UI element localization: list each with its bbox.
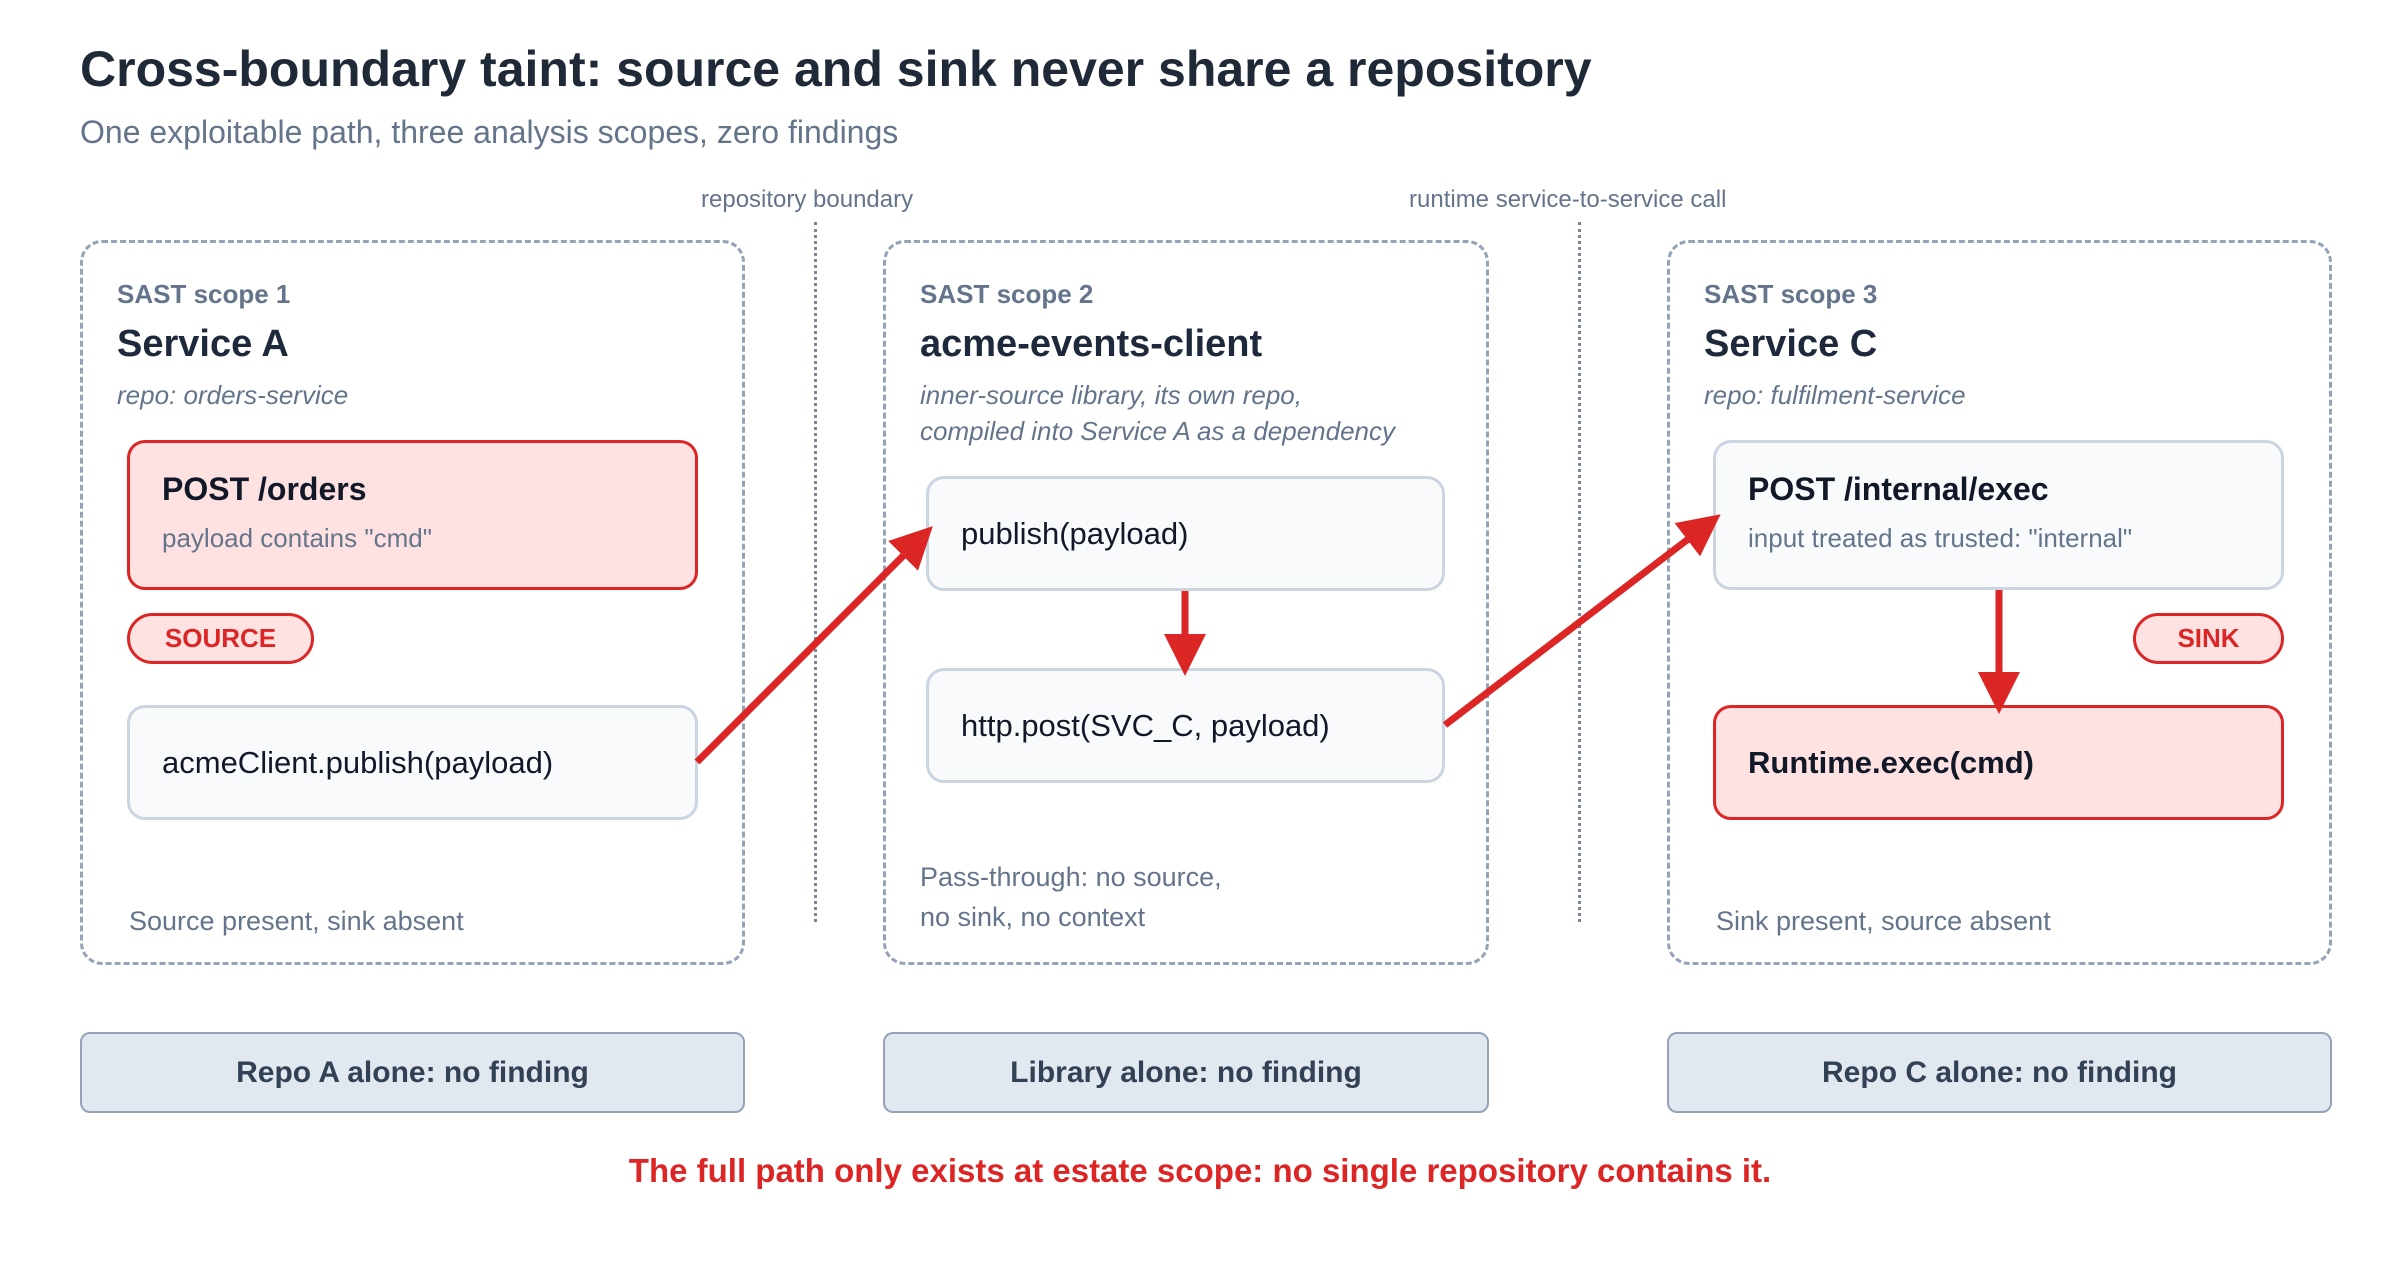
scope-service-a: SAST scope 1 Service A repo: orders-serv… (80, 240, 745, 965)
page-title: Cross-boundary taint: source and sink ne… (80, 41, 1592, 97)
node-label: acmeClient.publish(payload) (162, 744, 554, 780)
footer-conclusion: The full path only exists at estate scop… (628, 1152, 1772, 1189)
node-title: POST /orders (162, 471, 367, 507)
source-badge: SOURCE (127, 613, 314, 664)
scope-label: SAST scope 1 (117, 279, 291, 309)
arrow-library-to-c (1442, 514, 1721, 728)
sink-badge: SINK (2133, 613, 2284, 664)
arrow-a-to-library (694, 526, 933, 765)
scope-acme-events-client: SAST scope 2 acme-events-client inner-so… (883, 240, 1489, 965)
scope-repo-line-1: inner-source library, its own repo, (920, 380, 1302, 410)
node-subtitle: payload contains "cmd" (162, 523, 432, 553)
repository-boundary-line (814, 222, 817, 922)
node-label: http.post(SVC_C, payload) (961, 707, 1330, 743)
node-title: POST /internal/exec (1748, 471, 2049, 507)
scope-service-c: SAST scope 3 Service C repo: fulfilment-… (1667, 240, 2332, 965)
acme-client-publish-node: acmeClient.publish(payload) (127, 705, 698, 820)
repository-boundary-label: repository boundary (701, 186, 914, 213)
node-label: Runtime.exec(cmd) (1748, 744, 2034, 780)
post-orders-node: POST /orders payload contains "cmd" (127, 440, 698, 590)
runtime-call-line (1578, 222, 1581, 922)
scope-label: SAST scope 3 (1704, 279, 1878, 309)
page-subtitle: One exploitable path, three analysis sco… (80, 114, 899, 150)
scope-name: Service C (1704, 323, 1878, 365)
scope-note-line-1: Pass-through: no source, (920, 862, 1222, 892)
http-post-node: http.post(SVC_C, payload) (926, 668, 1445, 783)
scope-repo-line-2: compiled into Service A as a dependency (920, 416, 1396, 446)
post-internal-exec-node: POST /internal/exec input treated as tru… (1713, 440, 2284, 590)
scope-note: Source present, sink absent (129, 906, 464, 936)
runtime-call-label: runtime service-to-service call (1409, 186, 1727, 213)
scope-note-line-2: no sink, no context (920, 902, 1146, 932)
scope-note: Sink present, source absent (1716, 906, 2051, 936)
result-library: Library alone: no finding (883, 1032, 1489, 1113)
node-subtitle: input treated as trusted: "internal" (1748, 523, 2133, 553)
result-repo-c: Repo C alone: no finding (1667, 1032, 2332, 1113)
node-label: publish(payload) (961, 515, 1189, 551)
scope-repo: repo: fulfilment-service (1704, 380, 1966, 410)
scope-name: acme-events-client (920, 323, 1263, 365)
scope-label: SAST scope 2 (920, 279, 1094, 309)
scope-name: Service A (117, 323, 289, 365)
result-repo-a: Repo A alone: no finding (80, 1032, 745, 1113)
scope-repo: repo: orders-service (117, 380, 349, 410)
